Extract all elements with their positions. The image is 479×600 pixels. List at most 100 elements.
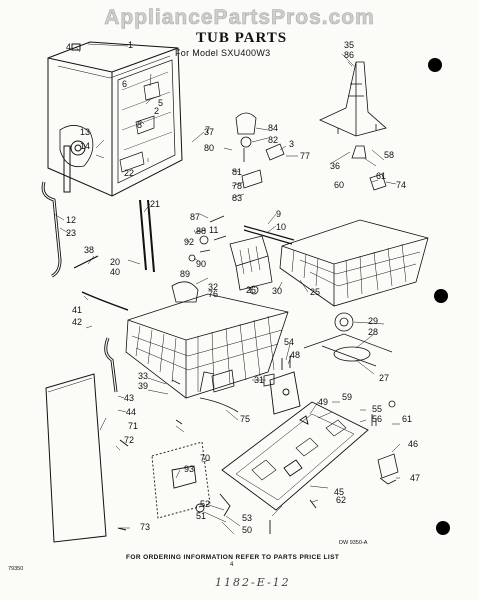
lower-rack-drawing: [125, 293, 289, 399]
callout-number: 77: [300, 151, 311, 161]
drawing-number: DW 9350-A: [339, 540, 368, 546]
callout-number: 10: [276, 222, 287, 232]
callout-number: 31: [254, 375, 265, 385]
callout-number: 45: [334, 487, 345, 497]
callout-number: 5: [158, 98, 164, 108]
callout-number: 36: [330, 161, 341, 171]
handwritten-note: 1182-E-12: [215, 576, 291, 589]
leader-lines: [53, 43, 401, 535]
callout-number: 6: [122, 79, 128, 89]
callout-number: 9: [276, 209, 282, 219]
small-parts-drawings: [171, 112, 285, 425]
callout-number: 71: [128, 421, 139, 431]
hose-drawings: [41, 181, 155, 393]
callout-number: 70: [200, 453, 211, 463]
callout-number: 39: [138, 381, 149, 391]
bracket-drawing: [151, 356, 309, 519]
spray-tower-and-arm-drawing: [303, 61, 399, 485]
callout-number: 42: [72, 317, 83, 327]
callout-number: 86: [344, 50, 355, 60]
callout-number: 49: [318, 397, 329, 407]
callout-number: 82: [268, 135, 279, 145]
callout-number: 4: [66, 42, 72, 52]
callout-number: 13: [80, 127, 91, 137]
callout-number: 88: [196, 226, 207, 236]
callout-number: 58: [384, 150, 395, 160]
callout-number: 23: [66, 228, 77, 238]
callout-number: 3: [289, 139, 295, 149]
callout-number: 54: [284, 337, 295, 347]
callout-number: 41: [72, 305, 83, 315]
callout-number: 22: [124, 168, 135, 178]
callout-number: 74: [396, 180, 407, 190]
callout-number: 87: [190, 212, 201, 222]
callout-number: 50: [242, 525, 253, 535]
tub-assembly-drawing: [47, 41, 183, 197]
page-number: 4: [230, 562, 234, 568]
callout-number: 61: [402, 414, 413, 424]
callout-number: 44: [126, 407, 137, 417]
callout-number: 1: [128, 40, 134, 50]
callout-number: 2: [154, 106, 160, 116]
binder-hole: [436, 521, 450, 535]
callout-number: 47: [410, 473, 421, 483]
callout-number: 52: [200, 499, 211, 509]
callout-number: 37: [204, 127, 215, 137]
callout-number: 48: [290, 350, 301, 360]
door-panel-drawing: [45, 373, 129, 543]
callout-number: 12: [66, 215, 77, 225]
callout-number: 20: [110, 257, 121, 267]
callout-number: 27: [379, 373, 390, 383]
callout-number: 53: [242, 513, 253, 523]
binder-hole: [434, 289, 448, 303]
callout-number: 21: [150, 199, 161, 209]
callout-number: 7: [205, 125, 211, 135]
callout-number: 59: [342, 392, 353, 402]
upper-rack-drawing: [243, 219, 429, 307]
callout-number: 62: [336, 495, 347, 505]
callout-number: 83: [232, 193, 243, 203]
callout-number: 80: [204, 143, 215, 153]
callout-number: 90: [196, 259, 207, 269]
callout-number: 30: [272, 286, 283, 296]
callout-number: 35: [344, 40, 355, 50]
catalog-code: 79350: [8, 566, 24, 572]
base-plate-drawing: [221, 401, 369, 534]
ordering-information-note: FOR ORDERING INFORMATION REFER TO PARTS …: [126, 554, 340, 561]
callout-number: 40: [110, 267, 121, 277]
callout-number: 38: [84, 245, 95, 255]
silverware-basket-drawing: [229, 235, 273, 291]
callout-number: 61: [376, 171, 387, 181]
callout-number: 81: [232, 167, 243, 177]
callout-number: 56: [372, 414, 383, 424]
callout-number: 92: [184, 237, 195, 247]
callout-number: 51: [196, 511, 207, 521]
callout-number: 29: [368, 316, 379, 326]
callout-number: 25: [310, 287, 321, 297]
watermark: AppliancePartsPros.com: [104, 6, 375, 30]
callout-number: 93: [184, 464, 195, 474]
callout-number: 55: [372, 404, 383, 414]
callout-number: 32: [208, 282, 219, 292]
callout-number: 8: [137, 120, 143, 130]
callout-number: 14: [80, 141, 91, 151]
callout-number: 76: [208, 289, 219, 299]
callout-number: 33: [138, 371, 149, 381]
callout-number: 72: [124, 435, 135, 445]
callout-number: 78: [232, 181, 243, 191]
diagram-title: TUB PARTS: [196, 30, 288, 46]
callout-number: 46: [408, 439, 419, 449]
callout-number: 60: [334, 180, 345, 190]
model-number-label: For Model SXU400W3: [175, 48, 271, 58]
callout-number: 11: [209, 225, 219, 235]
callout-number: 26: [246, 285, 257, 295]
callout-number: 73: [140, 522, 151, 532]
callout-number: 75: [240, 414, 251, 424]
callout-number: 28: [368, 327, 379, 337]
binder-hole: [428, 58, 442, 72]
callout-number: 43: [124, 393, 135, 403]
callout-number: 89: [180, 269, 191, 279]
callout-number: 84: [268, 123, 279, 133]
